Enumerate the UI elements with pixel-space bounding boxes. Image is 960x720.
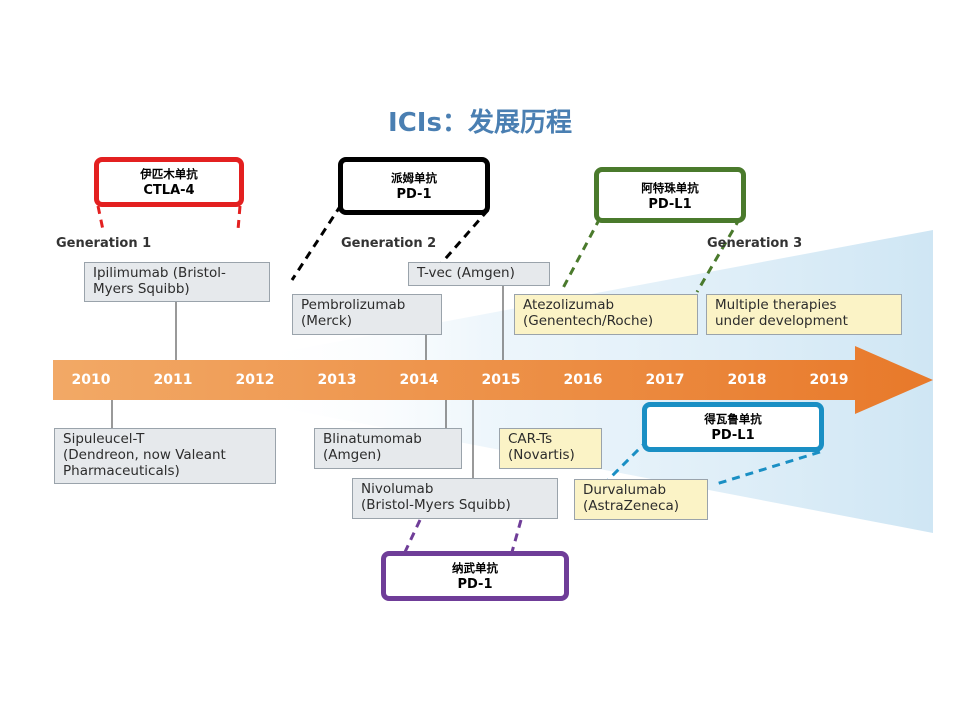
drug-box-atezolizumab: Atezolizumab (Genentech/Roche) bbox=[514, 294, 698, 335]
callout-cn-name: 纳武单抗 bbox=[452, 561, 498, 575]
leader-line bbox=[695, 217, 742, 293]
callout-cn-name: 派姆单抗 bbox=[391, 171, 437, 185]
timeline-arrow bbox=[53, 346, 933, 414]
callout-cn-name: 伊匹木单抗 bbox=[140, 167, 198, 181]
year-label: 2015 bbox=[481, 372, 521, 388]
year-label: 2017 bbox=[645, 372, 685, 388]
drug-box-sipuleucel: Sipuleucel-T (Dendreon, now Valeant Phar… bbox=[54, 428, 276, 484]
drug-box-nivolumab: Nivolumab (Bristol-Myers Squibb) bbox=[352, 478, 558, 519]
callout-target: PD-1 bbox=[396, 187, 432, 202]
callout-ipilimumab: 伊匹木单抗 CTLA-4 bbox=[94, 157, 244, 207]
leader-line bbox=[606, 438, 650, 482]
year-label: 2011 bbox=[153, 372, 193, 388]
page-title: ICIs：发展历程 bbox=[388, 108, 572, 138]
callout-atezolizumab: 阿特珠单抗 PD-L1 bbox=[594, 167, 746, 223]
drug-box-multiple-therapies: Multiple therapies under development bbox=[706, 294, 902, 335]
leader-line bbox=[236, 205, 242, 231]
callout-target: PD-L1 bbox=[711, 428, 755, 443]
callout-target: PD-L1 bbox=[648, 197, 692, 212]
callout-cn-name: 得瓦鲁单抗 bbox=[704, 412, 762, 426]
leader-line bbox=[96, 205, 105, 231]
drug-box-ipilimumab: Ipilimumab (Bristol- Myers Squibb) bbox=[84, 262, 270, 302]
year-label: 2019 bbox=[809, 372, 849, 388]
drug-box-durvalumab: Durvalumab (AstraZeneca) bbox=[574, 479, 708, 520]
generation-2-label: Generation 2 bbox=[341, 236, 437, 251]
year-label: 2013 bbox=[317, 372, 357, 388]
year-label: 2018 bbox=[727, 372, 767, 388]
leader-line bbox=[290, 204, 343, 281]
callout-cn-name: 阿特珠单抗 bbox=[641, 181, 699, 195]
year-label: 2016 bbox=[563, 372, 603, 388]
leader-line bbox=[423, 209, 490, 283]
leader-line bbox=[712, 450, 821, 487]
leader-line bbox=[510, 519, 523, 553]
drug-box-tvec: T-vec (Amgen) bbox=[408, 262, 550, 286]
drug-box-blinatumomab: Blinatumomab (Amgen) bbox=[314, 428, 462, 469]
year-label: 2014 bbox=[399, 372, 439, 388]
callout-pembrolizumab: 派姆单抗 PD-1 bbox=[338, 157, 490, 215]
callout-nivolumab: 纳武单抗 PD-1 bbox=[381, 551, 569, 601]
year-label: 2012 bbox=[235, 372, 275, 388]
callout-target: PD-1 bbox=[457, 577, 493, 592]
leader-line bbox=[560, 217, 602, 291]
drug-box-car-ts: CAR-Ts (Novartis) bbox=[499, 428, 602, 469]
callout-durvalumab: 得瓦鲁单抗 PD-L1 bbox=[642, 402, 824, 452]
callout-target: CTLA-4 bbox=[143, 183, 195, 198]
generation-3-label: Generation 3 bbox=[707, 236, 803, 251]
drug-box-pembrolizumab: Pembrolizumab (Merck) bbox=[292, 294, 442, 335]
year-label: 2010 bbox=[71, 372, 111, 388]
leader-line bbox=[403, 519, 422, 553]
generation-1-label: Generation 1 bbox=[56, 236, 152, 251]
